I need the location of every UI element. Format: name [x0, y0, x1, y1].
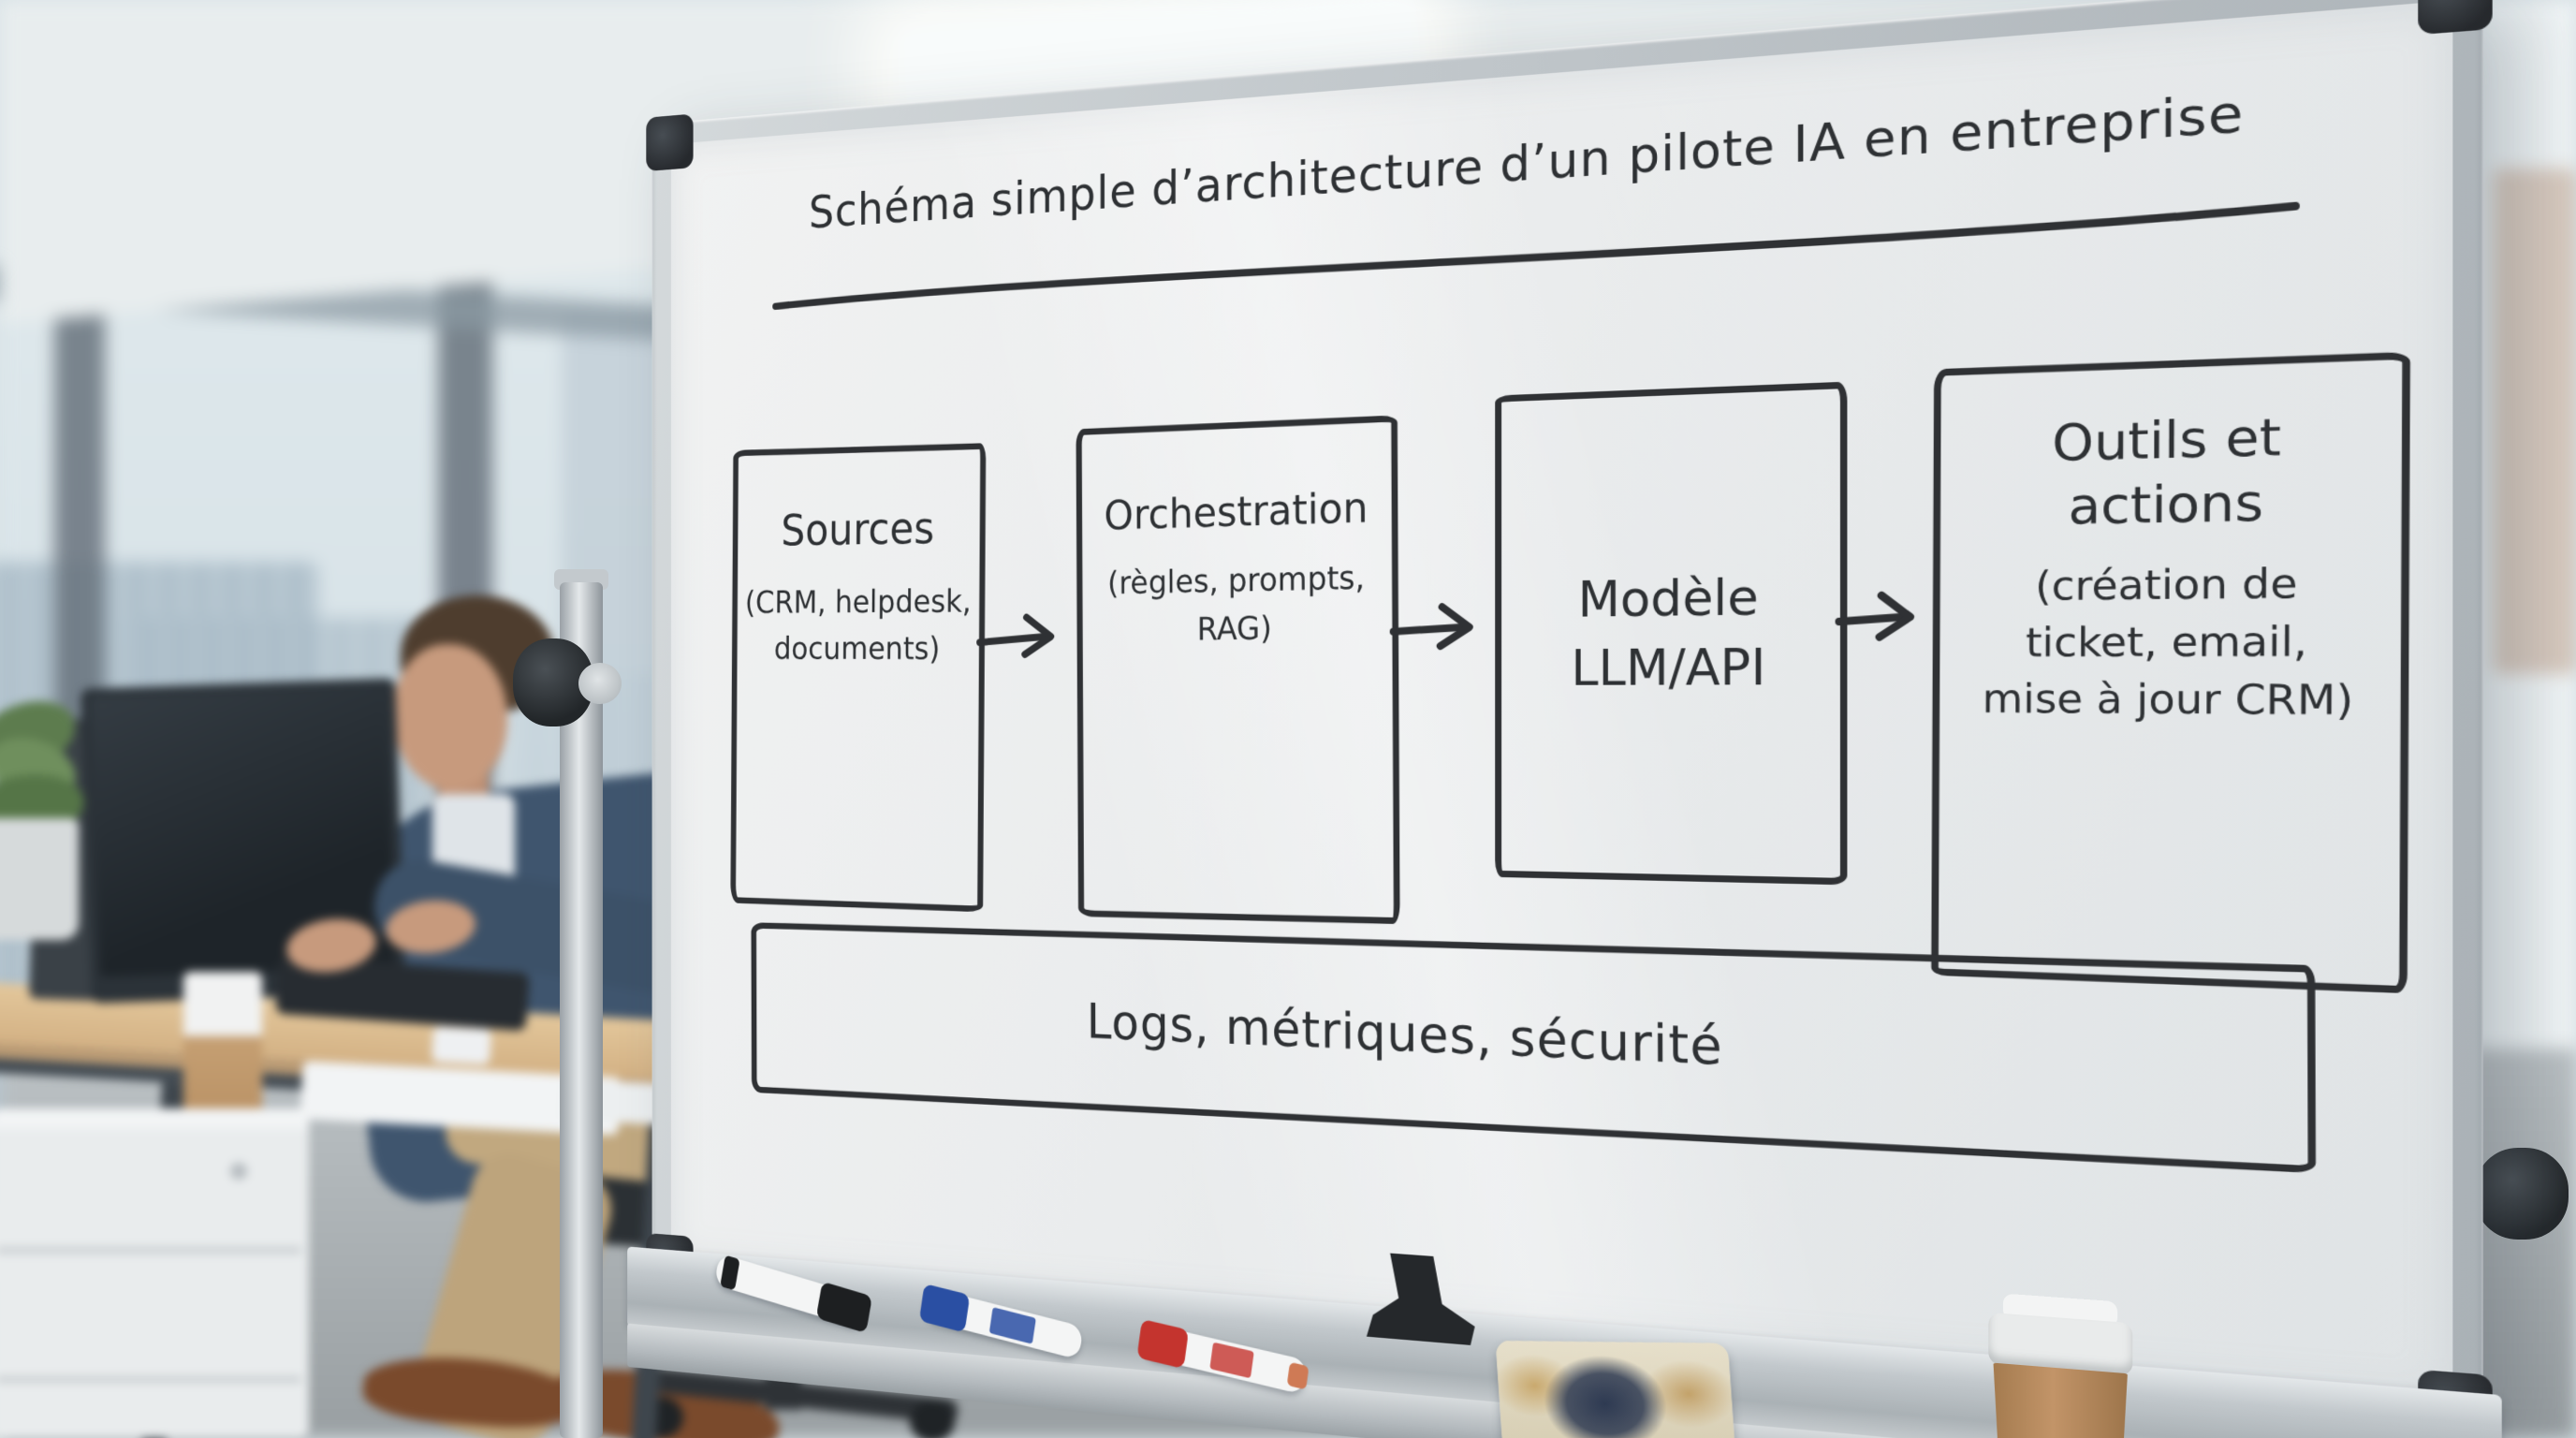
stand-knob-right: [2475, 1148, 2569, 1240]
whiteboard-surface: Schéma simple d’architecture d’un pilote…: [670, 0, 2453, 1404]
mouse: [432, 1026, 491, 1065]
building-silhouette: [2494, 169, 2576, 674]
plant-pot: [0, 818, 79, 940]
coffee-cup-icon: [1983, 1292, 2140, 1438]
file-cabinet: [0, 1108, 309, 1438]
flow-box-sources: Sources (CRM, helpdesk, documents): [730, 443, 987, 913]
flow-box-label: Modèle: [1577, 568, 1759, 629]
eraser-icon: [1495, 1340, 1736, 1438]
cabinet-lock: [230, 1163, 247, 1180]
cabinet-drawer-line: [0, 1247, 302, 1254]
cabinet-top: [0, 1108, 309, 1129]
cabinet-drawer-line: [0, 1376, 302, 1383]
worker-face: [393, 644, 507, 790]
flow-box-detail: (CRM, helpdesk, documents): [744, 583, 972, 668]
footer-bar-label: Logs, métriques, sécurité: [1086, 992, 1723, 1077]
stand-washer-left: [578, 663, 622, 704]
flow-box-orchestration: Orchestration (règles, prompts, RAG): [1076, 415, 1400, 925]
flow-diagram: Sources (CRM, helpdesk, documents) Orche…: [671, 349, 2452, 993]
flow-box-label: Sources: [781, 503, 935, 556]
flow-box-label: Outils et actions: [2052, 407, 2282, 536]
flow-box-detail: (création de ticket, email, mise à jour …: [1982, 560, 2354, 726]
flow-box-tools-actions: Outils et actions (création de ticket, e…: [1931, 351, 2410, 993]
flow-box-detail: LLM/API: [1571, 638, 1766, 697]
arrow-right-icon: [1388, 588, 1490, 669]
chair-wheel: [910, 1401, 955, 1438]
flow-box-detail: (règles, prompts, RAG): [1107, 560, 1366, 649]
arrow-right-icon: [974, 599, 1070, 676]
stand-pole-left: [560, 582, 603, 1438]
arrow-right-icon: [1836, 575, 1933, 661]
frame-corner-cap: [646, 113, 694, 171]
flow-box-model-llm-api: Modèle LLM/API: [1495, 381, 1848, 886]
flow-box-label: Orchestration: [1104, 483, 1368, 540]
whiteboard: Schéma simple d’architecture d’un pilote…: [627, 0, 2502, 1438]
